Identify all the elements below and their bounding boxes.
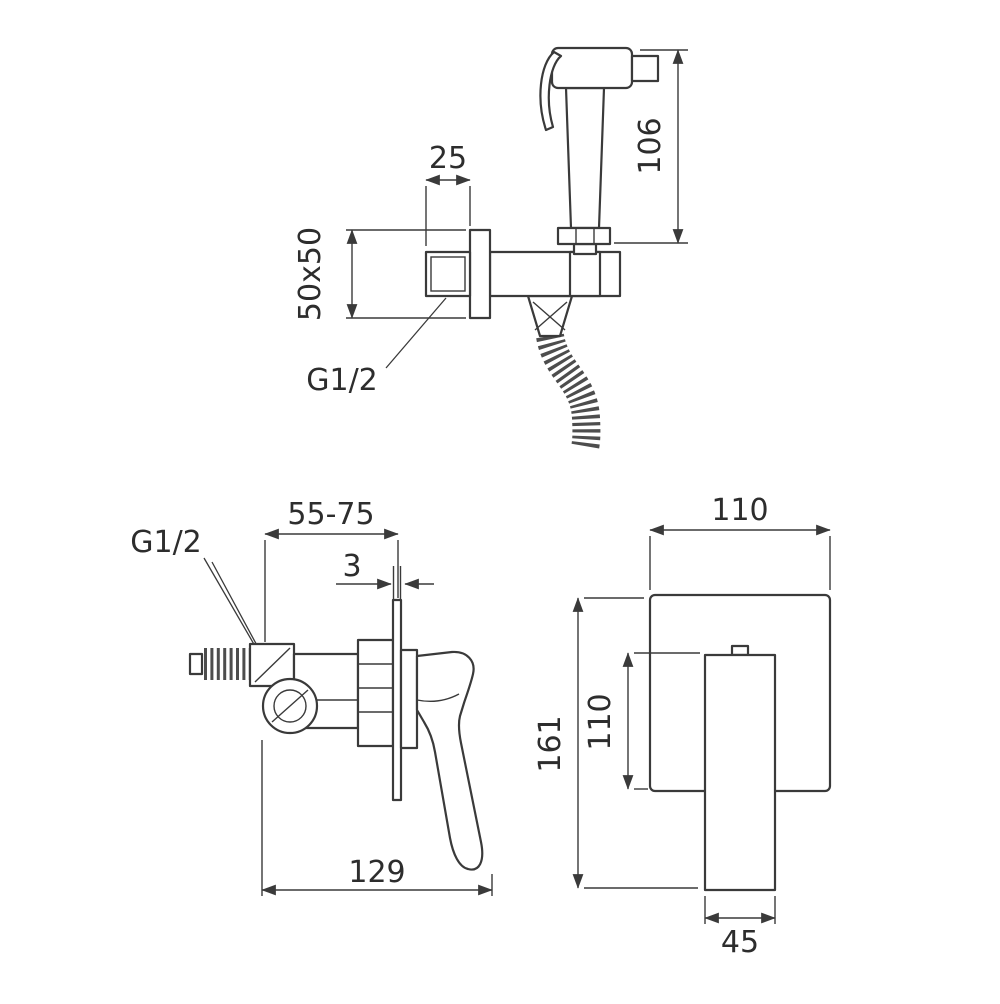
sprayer-head xyxy=(550,46,634,90)
dim-label-55-75: 55-75 xyxy=(287,497,374,532)
dim-wall-plate: 50x50 xyxy=(293,227,466,321)
handle-escutcheon xyxy=(399,648,419,750)
dim-handshower-height: 106 xyxy=(614,49,688,244)
inlet-cap xyxy=(188,652,204,676)
hose-nut xyxy=(526,294,574,338)
dim-label-45: 45 xyxy=(721,925,759,960)
handle-notch xyxy=(730,644,750,657)
dim-label-3: 3 xyxy=(342,549,361,584)
dim-label-106: 106 xyxy=(633,117,668,174)
dim-plate-height: 110 xyxy=(583,652,700,790)
dim-plate-width: 110 xyxy=(649,493,831,590)
outlet-cube xyxy=(424,250,472,298)
trim-plate-side xyxy=(391,598,403,802)
dim-label-50x50: 50x50 xyxy=(293,227,328,321)
sprayer-handle xyxy=(564,86,606,230)
sprayer-neck xyxy=(572,242,598,256)
dim-overall-depth: 129 xyxy=(261,740,493,896)
wall-plate-side xyxy=(468,228,492,320)
dim-handle-width: 45 xyxy=(704,896,776,960)
dim-overall-height: 161 xyxy=(533,597,698,889)
cartridge-housing xyxy=(356,638,395,748)
sprayer-trigger xyxy=(539,50,563,132)
sprayer-nut xyxy=(556,226,612,246)
dim-mounting-depth: 55-75 xyxy=(264,497,399,642)
installed-view: 25 106 50x50 G1/2 xyxy=(293,46,688,451)
hand-sprayer xyxy=(539,46,660,298)
lever-handle-side xyxy=(415,650,484,871)
thread-callout-top: G1/2 xyxy=(306,297,447,398)
dim-spout-projection: 25 xyxy=(425,141,471,246)
dim-plate-thickness: 3 xyxy=(336,549,434,600)
lever-handle-front xyxy=(703,653,777,892)
dim-label-110-width: 110 xyxy=(711,493,768,528)
mixer-side-view: G1/2 55-75 xyxy=(130,497,493,896)
sprayer-tube xyxy=(568,250,602,298)
thread-callout-side: G1/2 xyxy=(130,525,268,665)
dim-label-110-height: 110 xyxy=(583,693,618,750)
thread-label-top: G1/2 xyxy=(306,363,378,398)
dim-label-25: 25 xyxy=(429,141,467,176)
dim-label-161: 161 xyxy=(533,715,568,772)
shower-hose xyxy=(536,332,601,451)
thread-label-side: G1/2 xyxy=(130,525,202,560)
sprayer-nozzle xyxy=(630,54,660,83)
mixer-front-view: 110 161 110 45 xyxy=(533,493,832,960)
valve-body xyxy=(248,638,395,748)
dim-label-129: 129 xyxy=(348,855,405,890)
